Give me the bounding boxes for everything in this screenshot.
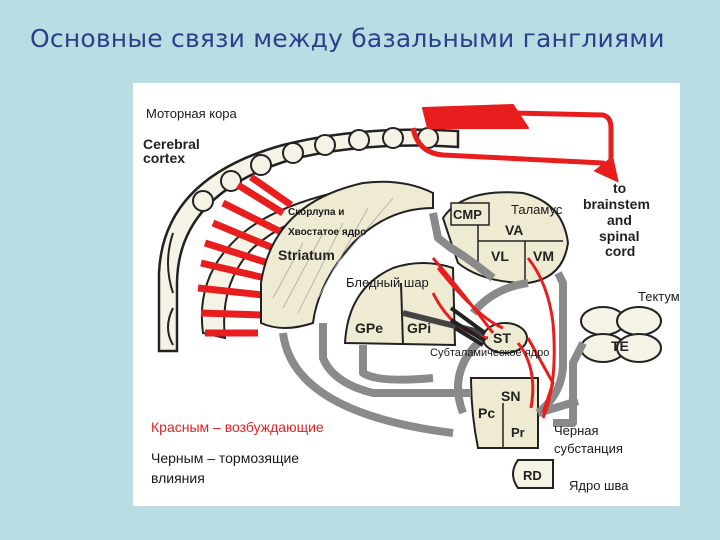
label-cord: cord [605, 243, 635, 259]
label-pc: Pc [478, 405, 495, 421]
label-spinal: spinal [599, 228, 639, 244]
label-tectum: Тектум [638, 289, 680, 304]
label-va: VA [505, 222, 523, 238]
label-pr: Pr [511, 425, 525, 440]
striatum [260, 180, 434, 329]
legend-excitatory: Красным – возбуждающие [151, 419, 324, 435]
label-thalamus: Таламус [511, 202, 563, 217]
label-putamen-caudate-1: Скорлупа и [288, 207, 345, 218]
striatum-texture [272, 197, 394, 314]
cmp-nucleus [450, 202, 490, 226]
label-striatum: Striatum [278, 247, 335, 263]
label-globus-pallidus: Бледный шар [346, 275, 429, 290]
label-cortex: cortex [143, 150, 185, 166]
label-gpe: GPe [355, 320, 383, 336]
label-st: ST [493, 330, 511, 346]
label-vm: VM [533, 248, 554, 264]
label-rd: RD [523, 468, 542, 483]
label-te: TE [611, 338, 629, 354]
corticostriatal-projections [197, 174, 294, 337]
raphe-nucleus [512, 459, 554, 489]
tectum [580, 306, 662, 363]
basal-ganglia-diagram: Cerebral cortex Striatum CMP VA VL VM to… [143, 104, 662, 489]
label-gpi: GPi [407, 320, 431, 336]
st-inhibitory-lines [449, 306, 487, 347]
label-putamen-caudate-2: Хвостатое ядро [288, 227, 367, 238]
label-cerebral: Cerebral [143, 136, 200, 152]
label-substantia-nigra-2: субстанция [554, 441, 623, 456]
label-substantia-nigra-1: Черная [554, 423, 599, 438]
globus-pallidus [343, 262, 457, 347]
label-subthalamic: Субталамическое ядро [430, 347, 550, 359]
legend-inhibitory-2: влияния [151, 470, 205, 486]
label-raphe: Ядро шва [569, 478, 629, 493]
label-cmp: CMP [453, 207, 482, 222]
diagram-panel: Cerebral cortex Striatum CMP VA VL VM to… [133, 83, 680, 506]
label-sn: SN [501, 388, 520, 404]
label-brainstem: brainstem [583, 196, 650, 212]
label-vl: VL [491, 248, 509, 264]
cortex-arc [157, 127, 460, 353]
inhibitory-pathways [279, 212, 587, 437]
slide-title: Основные связи между базальными ганглиям… [30, 24, 665, 53]
label-motor-cortex: Моторная кора [146, 106, 237, 121]
excitatory-pathways [410, 104, 619, 419]
label-to: to [613, 180, 626, 196]
label-and: and [607, 212, 632, 228]
legend-inhibitory-1: Черным – тормозящие [151, 450, 300, 466]
substantia-nigra [469, 377, 539, 449]
